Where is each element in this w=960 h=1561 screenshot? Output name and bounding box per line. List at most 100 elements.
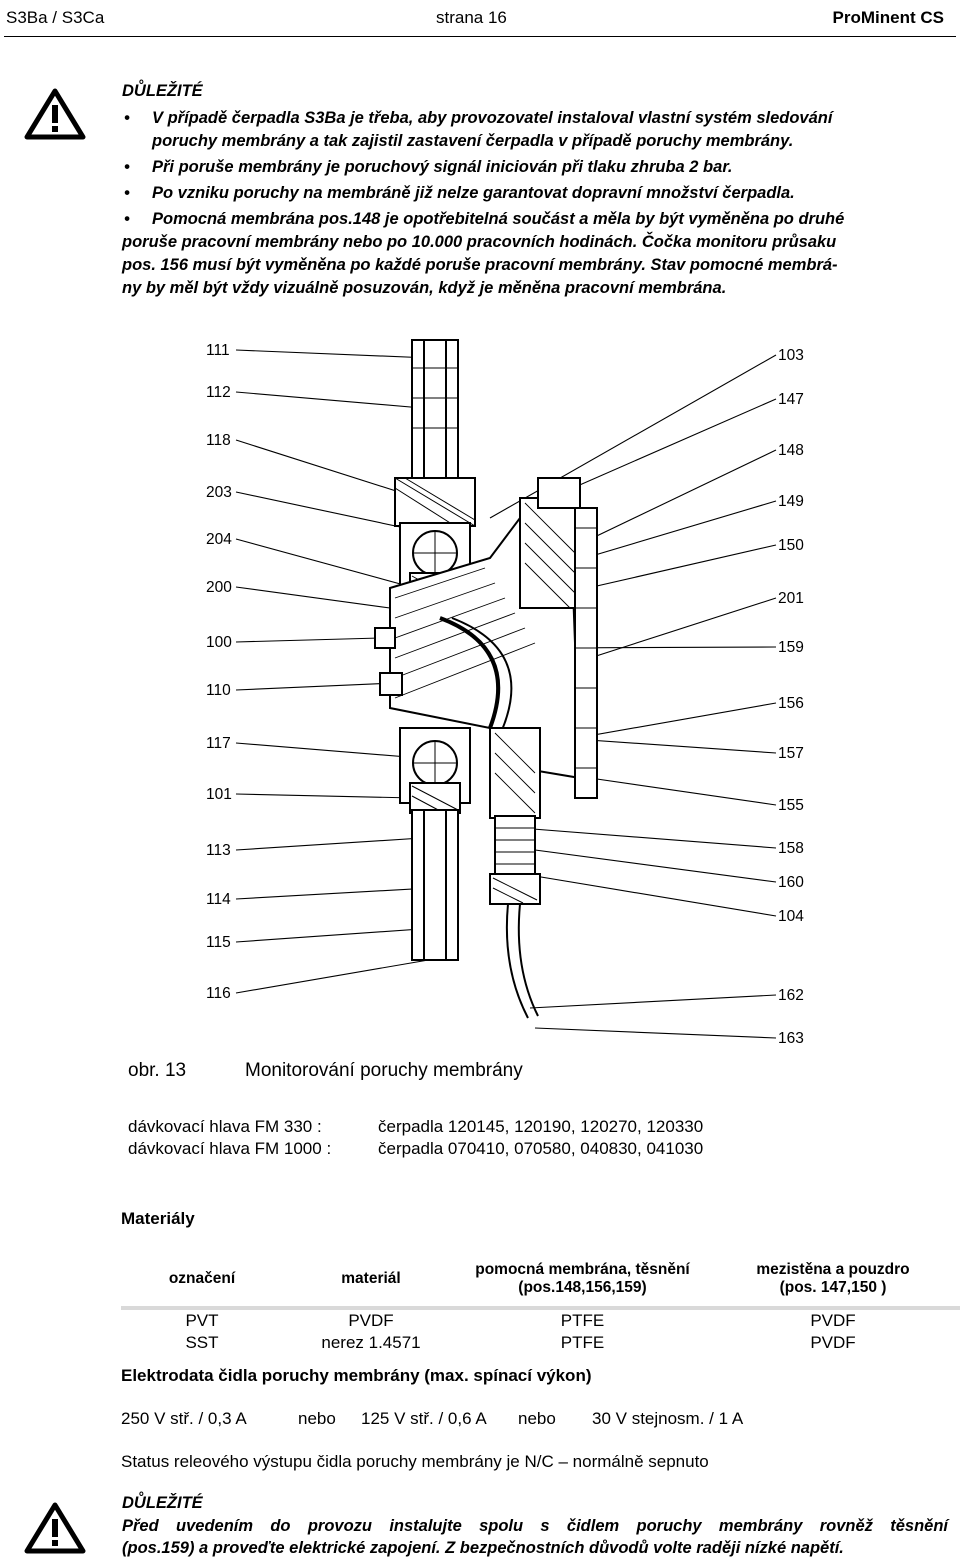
col-header-aux-diaphragm-line-1: pomocná membrána, těsnění <box>475 1261 690 1278</box>
page-number: strana 16 <box>436 8 507 27</box>
leader-line <box>587 544 777 589</box>
position-label-158: 158 <box>778 840 804 857</box>
leader-line <box>235 742 421 759</box>
position-label-111: 111 <box>206 342 230 359</box>
col-header-aux-diaphragm: pomocná membrána, těsnění (pos.148,156,1… <box>459 1252 706 1306</box>
header-rule <box>4 36 956 37</box>
position-label-160: 160 <box>778 874 804 891</box>
position-label-163: 163 <box>778 1030 804 1047</box>
position-label-201: 201 <box>778 590 804 607</box>
materials-title: Materiály <box>121 1209 195 1228</box>
position-label-203: 203 <box>206 484 232 501</box>
position-label-112: 112 <box>206 384 231 401</box>
warning-title: DŮLEŽITÉ <box>122 1494 203 1512</box>
leader-line <box>235 793 416 799</box>
dosing-head-1000-label: dávkovací hlava FM 1000 : <box>128 1139 332 1158</box>
position-label-101: 101 <box>206 786 232 803</box>
position-label-149: 149 <box>778 493 804 510</box>
cell-intermediate-plate: PVDF <box>810 1311 856 1330</box>
electro-value-2: 125 V stř. / 0,6 A <box>361 1409 487 1428</box>
leader-line <box>235 682 396 691</box>
relay-status-text: Status releového výstupu čidla poruchy m… <box>121 1452 709 1471</box>
position-label-118: 118 <box>206 432 231 449</box>
electro-value-1: 250 V stř. / 0,3 A <box>121 1409 247 1428</box>
warning-triangle-icon <box>24 1502 86 1554</box>
leader-line <box>534 875 777 917</box>
leader-line <box>549 398 777 499</box>
electro-value-3: 30 V stejnosm. / 1 A <box>592 1409 744 1428</box>
position-label-204: 204 <box>206 531 232 548</box>
cell-material: PVDF <box>348 1311 394 1330</box>
header-left: S3Ba / S3Ca <box>6 8 105 27</box>
position-label-113: 113 <box>206 842 231 859</box>
dosing-head-330-value: čerpadla 120145, 120190, 120270, 120330 <box>378 1117 704 1136</box>
table-separator <box>121 1306 960 1310</box>
warning-item-4-line-4: ny by měl být vždy vizuálně posuzován, k… <box>122 279 727 297</box>
pump-body <box>374 339 598 1019</box>
warning-triangle-icon <box>24 88 86 140</box>
leader-line <box>235 957 441 994</box>
position-label-156: 156 <box>778 695 804 712</box>
warning-item-4-line-3: pos. 156 musí být vyměněna po každé poru… <box>122 256 838 274</box>
left-position-labels: 1111121182032042001001101171011131141151… <box>206 342 232 1002</box>
right-position-labels: 1031471481491502011591561571551581601041… <box>778 347 804 1047</box>
position-label-148: 148 <box>778 442 804 459</box>
leader-line <box>534 1027 777 1039</box>
cell-material: nerez 1.4571 <box>321 1333 421 1352</box>
warning-title: DŮLEŽITÉ <box>122 82 203 100</box>
leader-line <box>235 887 431 900</box>
position-label-100: 100 <box>206 634 232 651</box>
cell-aux-diaphragm: PTFE <box>560 1333 605 1352</box>
bullet-icon: • <box>124 158 130 176</box>
leader-line <box>235 586 391 609</box>
figure-caption: Monitorování poruchy membrány <box>245 1060 523 1081</box>
warning-item-3: Po vzniku poruchy na membráně již nelze … <box>152 184 795 202</box>
table-row: SST nerez 1.4571 PTFE PVDF <box>121 1332 960 1354</box>
dosing-head-330-label: dávkovací hlava FM 330 : <box>128 1117 322 1136</box>
cell-intermediate-plate: PVDF <box>810 1333 856 1352</box>
leader-line <box>529 994 777 1009</box>
col-header-designation: označení <box>168 1270 236 1287</box>
leader-line <box>235 439 419 499</box>
col-header-aux-diaphragm-line-2: (pos.148,156,159) <box>518 1279 647 1296</box>
col-header-intermediate-plate: mezistěna a pouzdro (pos. 147,150 ) <box>706 1252 960 1306</box>
leader-line <box>235 637 381 643</box>
leader-line <box>519 827 777 849</box>
materials-table: označení materiál pomocná membrána, těsn… <box>121 1252 960 1354</box>
col-header-intermediate-plate-line-1: mezistěna a pouzdro <box>756 1261 910 1278</box>
electro-or-1: nebo <box>298 1409 336 1428</box>
leader-line <box>235 538 416 589</box>
bullet-icon: • <box>124 109 130 127</box>
pump-head-cross-section-drawing: 1111121182032042001001101171011131141151… <box>190 328 820 1058</box>
leader-line <box>235 349 431 359</box>
warning-item-1-line-1: V případě čerpadla S3Ba je třeba, aby pr… <box>152 109 833 127</box>
warning-item-4-line-2: poruše pracovní membrány nebo po 10.000 … <box>122 233 837 251</box>
leader-line <box>519 847 777 883</box>
warning-list: • V případě čerpadla S3Ba je třeba, aby … <box>122 105 952 301</box>
leader-line <box>584 500 777 559</box>
position-label-110: 110 <box>206 682 231 699</box>
bullet-icon: • <box>124 210 130 228</box>
position-label-162: 162 <box>778 987 804 1004</box>
position-label-103: 103 <box>778 347 804 364</box>
warning2-line-2: (pos.159) a proveďte elektrické zapojení… <box>122 1539 844 1557</box>
position-label-200: 200 <box>206 579 232 596</box>
bullet-icon: • <box>124 184 130 202</box>
dosing-head-1000-value: čerpadla 070410, 070580, 040830, 041030 <box>378 1139 704 1158</box>
position-label-115: 115 <box>206 934 231 951</box>
position-label-116: 116 <box>206 985 231 1002</box>
electro-or-2: nebo <box>518 1409 556 1428</box>
position-label-104: 104 <box>778 908 804 925</box>
figure-number: obr. 13 <box>128 1060 187 1081</box>
warning-item-4-line-1: Pomocná membrána pos.148 je opotřebiteln… <box>152 210 845 228</box>
position-label-157: 157 <box>778 745 804 762</box>
leader-line <box>235 491 406 529</box>
warning-item-1-line-2: poruchy membrány a tak zajistil zastaven… <box>152 132 794 150</box>
col-header-material: materiál <box>341 1270 401 1287</box>
table-row: PVT PVDF PTFE PVDF <box>121 1310 960 1332</box>
cell-designation: PVT <box>185 1311 219 1330</box>
header-brand: ProMinent CS <box>832 8 944 27</box>
col-header-intermediate-plate-line-2: (pos. 147,150 ) <box>779 1279 887 1296</box>
leader-line <box>589 777 777 806</box>
cell-designation: SST <box>185 1333 219 1352</box>
